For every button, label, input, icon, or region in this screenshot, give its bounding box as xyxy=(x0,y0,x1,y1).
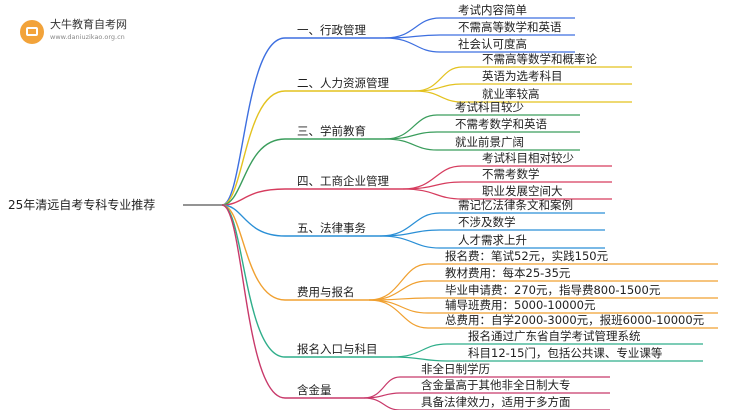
leaf-label: 辅导班费用：5000-10000元 xyxy=(445,298,596,312)
site-logo: 大牛教育自考网 www.daniuzikao.org.cn xyxy=(6,14,156,48)
leaf-label: 不需考数学 xyxy=(482,167,540,181)
leaf-label: 就业率较高 xyxy=(482,87,540,101)
leaf-label: 报名费：笔试52元，实践150元 xyxy=(445,249,609,263)
leaf-connector xyxy=(391,356,703,362)
branch-label: 四、工商企业管理 xyxy=(297,174,389,188)
leaf-label: 英语为选考科目 xyxy=(482,69,563,83)
leaf-connector xyxy=(379,212,605,237)
branch-label: 三、学前教育 xyxy=(297,124,366,138)
leaf-connector xyxy=(414,90,632,103)
branch-connector xyxy=(221,204,369,301)
leaf-label: 不需高等数学和英语 xyxy=(458,20,562,34)
leaf-label: 报名通过广东省自学考试管理系统 xyxy=(468,329,641,343)
leaf-label: 科目12-15门，包括公共课、专业课等 xyxy=(468,346,663,360)
leaf-connector xyxy=(384,138,580,151)
leaf-connector xyxy=(379,229,605,237)
logo-name: 大牛教育自考网 xyxy=(50,18,127,31)
branch-label: 含金量 xyxy=(297,383,332,397)
leaf-label: 需记忆法律条文和案例 xyxy=(458,198,573,212)
leaf-label: 考试科目较少 xyxy=(455,100,524,114)
leaf-connector xyxy=(384,37,575,53)
branch-label: 一、行政管理 xyxy=(297,23,366,37)
leaf-connector xyxy=(368,299,718,329)
leaf-label: 人才需求上升 xyxy=(458,233,527,247)
leaf-label: 考试科目相对较少 xyxy=(482,151,574,165)
root-topic: 25年清远自考专科专业推荐 xyxy=(8,198,156,212)
branch-label: 报名入口与科目 xyxy=(297,342,378,356)
leaf-label: 非全日制学历 xyxy=(421,362,490,376)
leaf-connector xyxy=(379,235,605,249)
branch-connector xyxy=(221,90,415,206)
leaf-label: 不需考数学和英语 xyxy=(455,117,547,131)
leaf-label: 含金量高于其他非全日制大专 xyxy=(421,378,571,392)
branch-label: 费用与报名 xyxy=(297,285,355,299)
branch-connector xyxy=(221,138,385,206)
leaf-label: 具备法律效力，适用于多方面 xyxy=(421,395,571,409)
branch-connector xyxy=(221,204,364,399)
leaf-connector xyxy=(402,188,612,200)
branch-connector xyxy=(221,37,385,206)
branch-connector xyxy=(221,188,403,206)
logo-badge-icon xyxy=(20,20,44,44)
leaf-connector xyxy=(368,263,718,301)
leaf-label: 就业前景广阔 xyxy=(455,135,524,149)
leaf-label: 职业发展空间大 xyxy=(482,184,563,198)
branch-label: 二、人力资源管理 xyxy=(297,76,389,90)
leaf-connector xyxy=(391,343,703,358)
branch-connector xyxy=(221,204,392,358)
branch-label: 五、法律事务 xyxy=(297,221,366,235)
branch-connector xyxy=(221,204,380,237)
leaf-label: 总费用：自学2000-3000元，报班6000-10000元 xyxy=(445,313,705,327)
leaf-connector xyxy=(402,165,612,190)
leaf-label: 社会认可度高 xyxy=(458,37,527,51)
leaf-label: 考试内容简单 xyxy=(458,3,527,17)
leaf-label: 教材费用：每本25-35元 xyxy=(445,266,571,280)
logo-url: www.daniuzikao.org.cn xyxy=(50,33,125,41)
leaf-label: 不需高等数学和概率论 xyxy=(482,52,597,66)
leaf-label: 不涉及数学 xyxy=(458,215,516,229)
leaf-label: 毕业申请费：270元，指导费800-1500元 xyxy=(445,283,661,297)
